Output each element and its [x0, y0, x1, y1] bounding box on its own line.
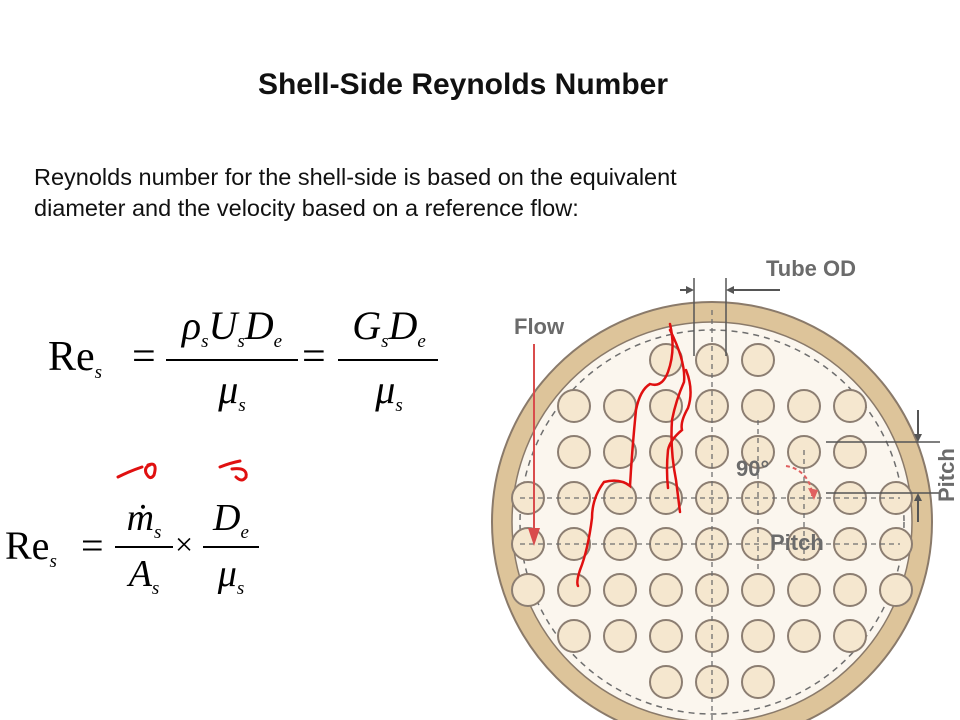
eq2-equals: = — [81, 523, 104, 568]
math-symbol: D — [213, 497, 241, 539]
math-subscript: s — [201, 331, 209, 352]
slide-title: Shell-Side Reynolds Number — [257, 68, 669, 101]
tube-circle — [557, 619, 591, 653]
label-flow: Flow — [514, 314, 565, 339]
tube-circle — [833, 619, 867, 653]
label-90-degrees: 90° — [736, 456, 769, 481]
tube-circle — [603, 389, 637, 423]
math-subscript: e — [240, 522, 249, 543]
eq1-frac1-bar — [166, 359, 298, 361]
math-symbol: μ — [218, 367, 239, 412]
label-pitch-side: Pitch — [934, 448, 959, 502]
tube-od-arrowhead-right — [726, 286, 734, 294]
math-symbol: G — [352, 303, 382, 348]
label-pitch-bottom: Pitch — [770, 530, 824, 555]
tube-circle — [557, 389, 591, 423]
tube-circle — [511, 481, 545, 515]
math-subscript: s — [381, 331, 389, 352]
math-symbol: D — [244, 303, 274, 348]
tube-circle — [741, 343, 775, 377]
tube-circle — [557, 573, 591, 607]
math-symbol: D — [388, 303, 418, 348]
eq1-frac1-numerator: ρsUsDe — [162, 302, 302, 352]
tube-od-arrowhead-left — [686, 286, 694, 294]
tube-od-dimension — [680, 278, 780, 356]
math-subscript: s — [154, 522, 162, 543]
math-symbol: A — [128, 553, 152, 595]
tube-circle — [557, 435, 591, 469]
tube-circle — [649, 665, 683, 699]
handwritten-flow-paths — [576, 322, 692, 588]
eq2-fraction-1: ṁs As — [111, 490, 177, 610]
handwritten-annotations — [116, 459, 248, 482]
math-subscript: s — [238, 395, 246, 416]
tube-circle — [603, 619, 637, 653]
eq1-frac2-denominator: μs — [334, 366, 444, 416]
label-tube-od: Tube OD — [766, 256, 856, 281]
tube-circle — [833, 389, 867, 423]
handwritten-mark-2 — [218, 459, 248, 482]
tube-circle — [649, 389, 683, 423]
flow-arrow-head — [528, 528, 540, 546]
pitch-arrowhead-top — [914, 434, 922, 442]
tube-circle — [511, 573, 545, 607]
tube-circle — [741, 389, 775, 423]
tube-circle — [879, 573, 913, 607]
math-subscript: e — [273, 331, 283, 352]
pitch-grid-lines — [520, 310, 900, 720]
eq2-frac1-bar — [115, 546, 173, 548]
slide-body-text: Reynolds number for the shell-side is ba… — [34, 164, 677, 221]
eq2-fraction-2: De μs — [199, 490, 263, 610]
tube-circle — [741, 619, 775, 653]
eq1-fraction-2: GsDe μs — [334, 300, 444, 430]
tube-circle — [787, 573, 821, 607]
eq1-fraction-1: ρsUsDe μs — [162, 300, 302, 430]
eq1-lhs: Res — [48, 334, 103, 383]
math-subscript: s — [236, 578, 245, 599]
eq1-frac2-bar — [338, 359, 438, 361]
eq1-equals-2: = — [302, 334, 326, 380]
tube-circle — [741, 573, 775, 607]
handwritten-flow-path-3 — [665, 368, 692, 490]
math-symbol: U — [208, 303, 238, 348]
handwritten-flow-path-1 — [576, 322, 674, 588]
math-subscript: s — [151, 578, 160, 599]
tube-circle — [603, 435, 637, 469]
eq1-equals-1: = — [132, 334, 156, 380]
math-symbol: ṁ — [126, 497, 155, 539]
handwritten-mark-1 — [116, 462, 157, 480]
tube-circle — [787, 389, 821, 423]
tube-circle — [603, 573, 637, 607]
eq1-frac2-numerator: GsDe — [334, 302, 444, 352]
equation-reynolds-2: Res = ṁs As × De μs — [5, 490, 275, 610]
pitch-side-dimension — [826, 410, 940, 522]
eq2-frac1-denominator: As — [111, 552, 177, 599]
eq2-frac2-bar — [203, 546, 259, 548]
handwritten-flow-path-2 — [668, 328, 686, 514]
tube-bundle-diagram: Tube OD Flow 90° Pitch Pitch — [491, 256, 959, 720]
eq2-frac1-numerator: ṁs — [111, 496, 177, 543]
tube-circle — [741, 665, 775, 699]
eq2-frac2-denominator: μs — [199, 552, 263, 599]
angle-arc-arrowhead — [808, 488, 818, 500]
equation-reynolds-1: Res = ρsUsDe μs = GsDe μs — [40, 300, 470, 430]
tube-circle — [833, 573, 867, 607]
math-subscript: s — [237, 331, 245, 352]
pitch-arrowhead-bottom — [914, 493, 922, 501]
tube-circle — [649, 619, 683, 653]
math-symbol: μ — [217, 553, 237, 595]
tube-circle — [787, 619, 821, 653]
tube-circle — [649, 573, 683, 607]
eq2-lhs: Res — [5, 523, 57, 572]
tube-circle — [833, 435, 867, 469]
eq1-frac1-denominator: μs — [162, 366, 302, 416]
math-symbol: μ — [375, 367, 396, 412]
math-subscript: e — [417, 331, 426, 352]
math-symbol: ρ — [181, 303, 202, 348]
math-subscript: s — [395, 395, 403, 416]
eq2-frac2-numerator: De — [199, 496, 263, 543]
eq2-times: × — [175, 526, 194, 562]
